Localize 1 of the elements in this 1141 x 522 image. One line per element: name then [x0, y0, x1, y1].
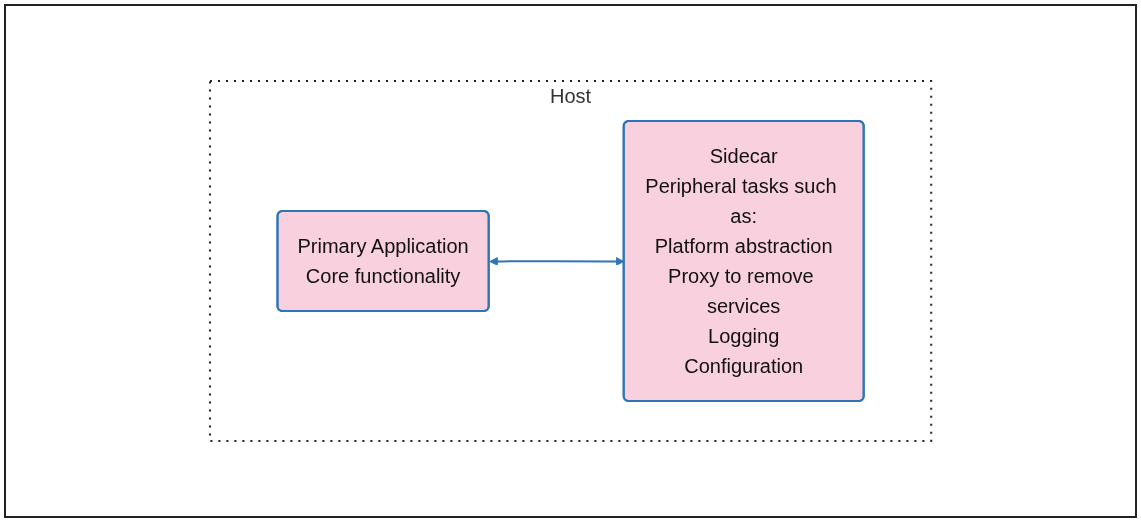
frame: Host Primary Application Core functionality Sidecar Peripheral tasks such as: Platform abstraction Proxy to remove services Logging Configuration: [4, 4, 1137, 518]
